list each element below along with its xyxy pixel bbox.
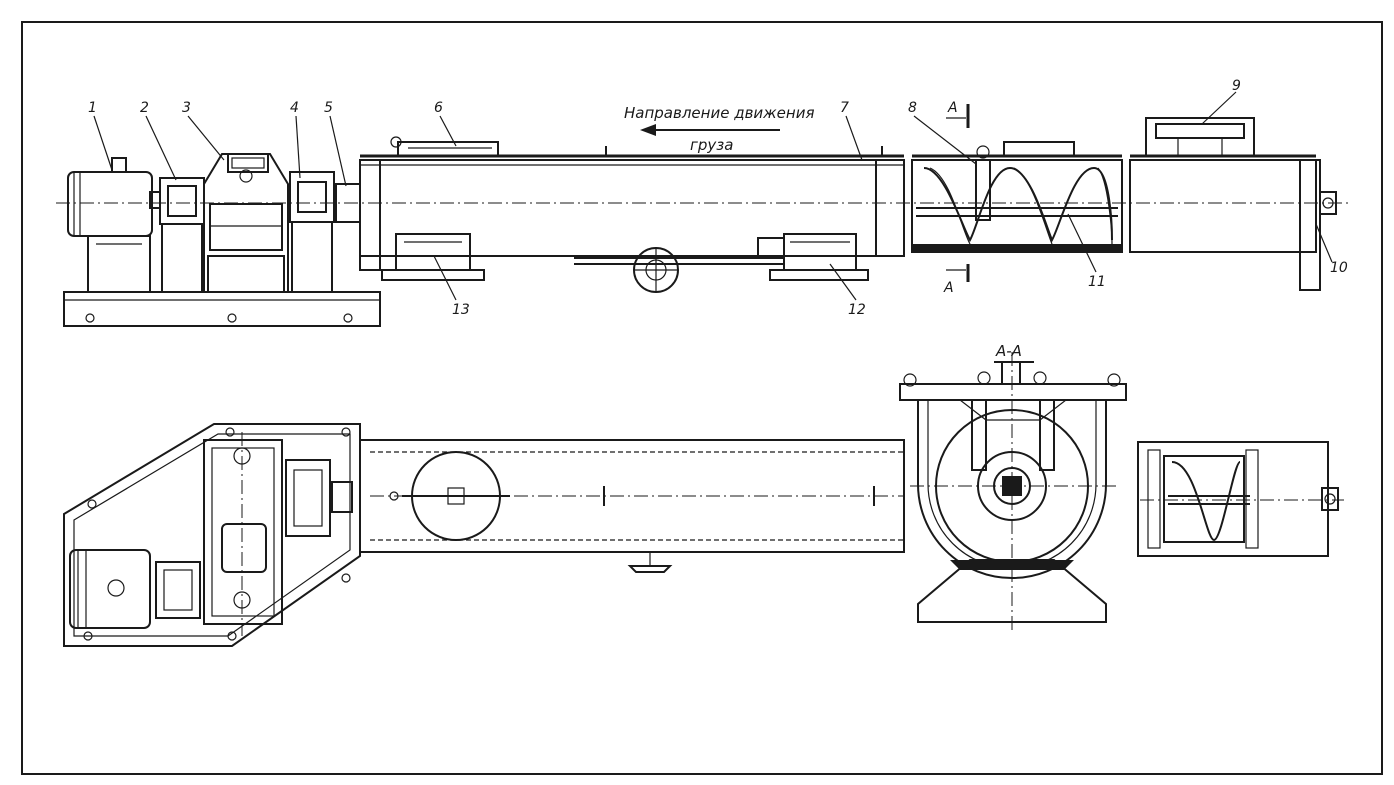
plan-view: [63, 423, 905, 647]
hanger-bearing: [975, 159, 991, 221]
callout-9: 9: [1232, 78, 1241, 94]
direction-caption: Направление движения: [624, 104, 814, 122]
motor-coupling: [159, 177, 205, 293]
hanger-wheel: [574, 237, 785, 293]
direction-caption-cargo: груза: [690, 136, 733, 154]
section-title: А-А: [995, 342, 1022, 360]
callout-3: 3: [182, 100, 191, 116]
loading-inlet: [1145, 117, 1255, 157]
callout-2: 2: [140, 100, 149, 116]
output-coupling: [289, 171, 335, 293]
trough-section-3: [1129, 117, 1337, 291]
plan-drive-frame: [63, 423, 361, 647]
trough-section-2-cutaway: [911, 104, 1123, 282]
callout-7: 7: [840, 100, 849, 116]
intermediate-support-13: [381, 233, 485, 281]
inlet-plan-detail: [1137, 441, 1344, 557]
plan-gearbox: [203, 439, 283, 625]
section-a-a-view: А-А: [899, 342, 1127, 630]
callout-1: 1: [88, 100, 97, 116]
callout-12: 12: [848, 302, 866, 318]
drive-base-frame: [63, 291, 381, 327]
trough-lid: [397, 141, 499, 157]
callout-5: 5: [324, 100, 333, 116]
callout-13: 13: [452, 302, 470, 318]
screw-flight: [923, 166, 1113, 243]
callout-6: 6: [434, 100, 443, 116]
trough-section-1: [359, 136, 905, 271]
section-mark-bottom: А: [943, 280, 954, 296]
section-mark-top: А: [947, 100, 958, 116]
callout-8: 8: [908, 100, 917, 116]
side-elevation-view: Направление движения груза 1 2 3 4 5 6 7…: [56, 78, 1350, 327]
callout-4: 4: [290, 100, 299, 116]
drawing-frame: [21, 21, 1383, 775]
callout-11: 11: [1088, 274, 1106, 290]
plan-motor: [69, 549, 151, 629]
tail-end-plate: [1299, 159, 1321, 291]
gearbox: [203, 153, 289, 293]
electric-motor: [67, 157, 161, 293]
callout-10: 10: [1330, 260, 1348, 276]
